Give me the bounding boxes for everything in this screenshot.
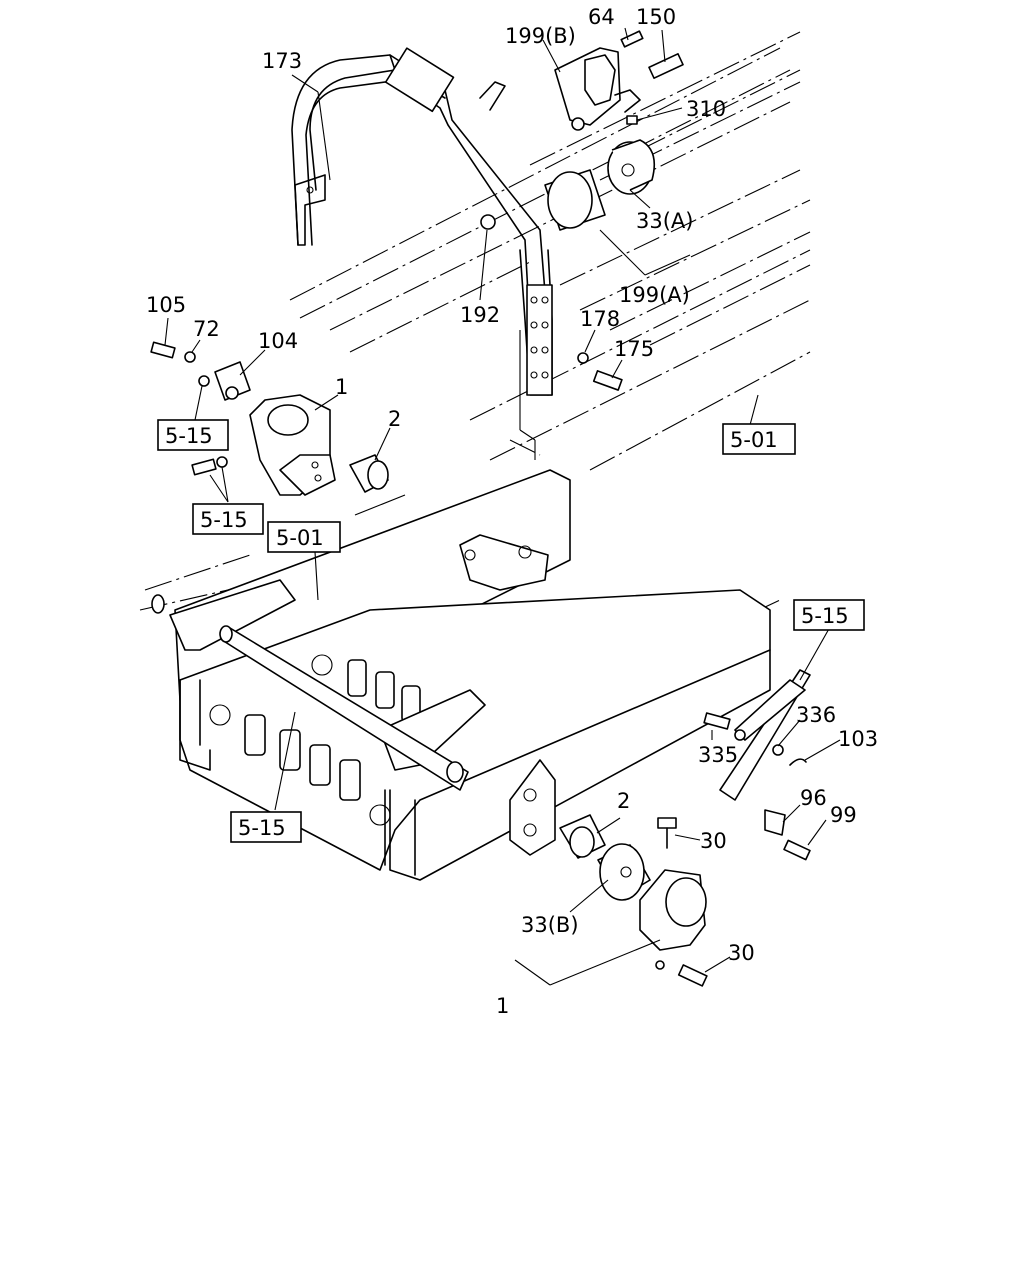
- callout-99: 99: [830, 803, 857, 827]
- callout-33b: 33(B): [521, 913, 579, 937]
- cab-guard-bar-173: [291, 47, 553, 460]
- ref-5-15-a: 5-15: [165, 424, 213, 448]
- ref-5-01-a: 5-01: [730, 428, 778, 452]
- callout-199b: 199(B): [505, 24, 576, 48]
- ref-box-5-01-a: [722, 423, 796, 455]
- upper-mount-bracket-199b: [554, 30, 684, 131]
- callout-30-upper: 30: [700, 829, 727, 853]
- callout-336: 336: [796, 703, 836, 727]
- callout-335: 335: [698, 743, 738, 767]
- callout-1-lower: 1: [496, 994, 509, 1018]
- ref-5-15-c: 5-15: [801, 604, 849, 628]
- callout-33a: 33(A): [636, 209, 693, 233]
- front-left-mount: [150, 341, 406, 516]
- callout-104: 104: [258, 329, 298, 353]
- callout-175: 175: [614, 337, 654, 361]
- ref-box-5-15-b: [192, 503, 264, 535]
- callout-1-upper: 1: [335, 375, 348, 399]
- callout-192: 192: [460, 303, 500, 327]
- callout-2-upper: 2: [388, 407, 401, 431]
- ref-box-5-15-c: [793, 599, 865, 631]
- rubber-mount-33a: [480, 139, 656, 391]
- rear-right-mount: [559, 814, 708, 987]
- callout-labels: 173 199(B) 64 150 310 33(A) 199(A) 192 1…: [146, 5, 878, 1018]
- callout-64: 64: [588, 5, 615, 29]
- ref-5-15-d: 5-15: [238, 816, 286, 840]
- ref-box-5-15-a: [157, 419, 229, 451]
- callout-105: 105: [146, 293, 186, 317]
- callout-310: 310: [686, 97, 726, 121]
- ref-5-01-b: 5-01: [276, 526, 324, 550]
- ref-box-5-01-b: [267, 521, 341, 553]
- callout-30-lower: 30: [728, 941, 755, 965]
- chassis-frame: [151, 469, 771, 881]
- callout-150: 150: [636, 5, 676, 29]
- callout-173: 173: [262, 49, 302, 73]
- callout-199a: 199(A): [619, 283, 690, 307]
- callout-178: 178: [580, 307, 620, 331]
- leader-lines: [164, 27, 841, 986]
- section-reference-boxes: 5-15 5-15 5-01 5-01 5-15 5-15: [157, 419, 865, 843]
- callout-72: 72: [193, 317, 220, 341]
- tilt-stay-link: [703, 669, 811, 861]
- ref-5-15-b: 5-15: [200, 508, 248, 532]
- callout-103: 103: [838, 727, 878, 751]
- ref-box-5-15-d: [230, 811, 302, 843]
- callout-96: 96: [800, 786, 827, 810]
- callout-2-lower: 2: [617, 789, 630, 813]
